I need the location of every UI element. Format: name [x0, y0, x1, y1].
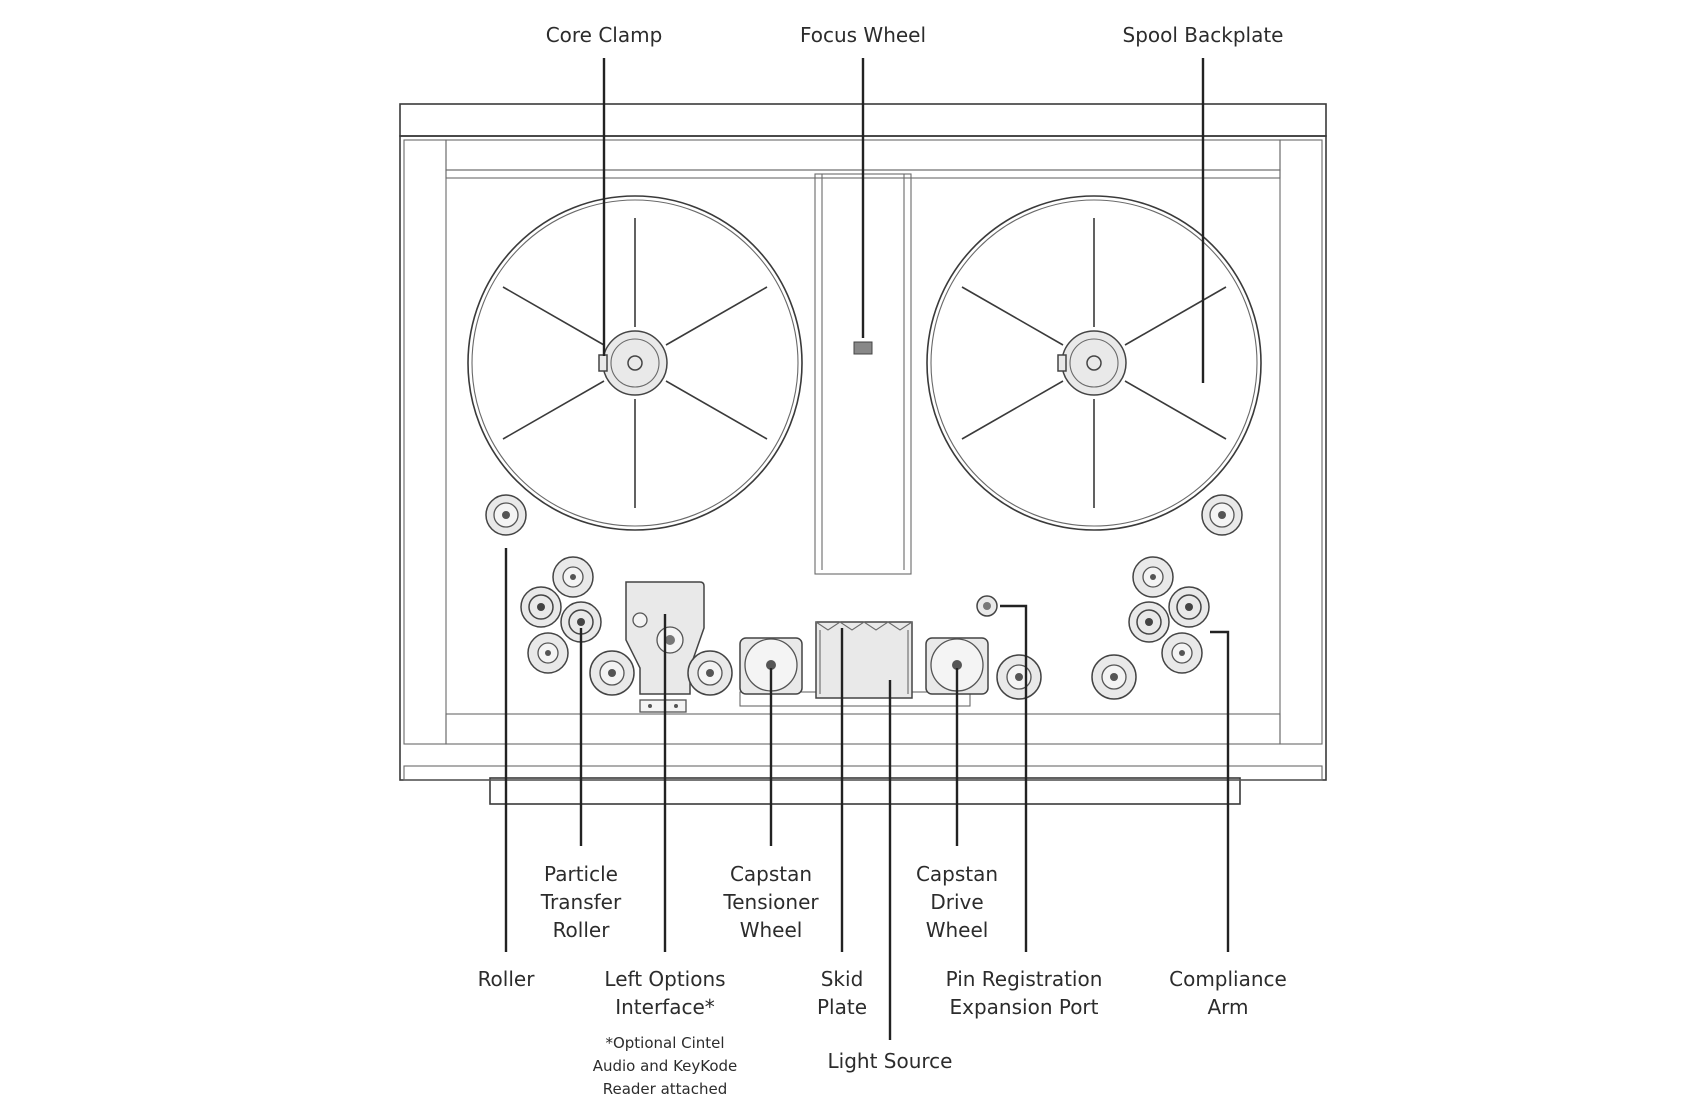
lower-mechanism: [485, 494, 1243, 713]
left-reel-hub-center: [627, 355, 643, 371]
bottom-rail: [403, 765, 1323, 781]
footnote-line-3: Reader attached: [603, 1080, 728, 1098]
footnote-line-2: Audio and KeyKode: [593, 1057, 738, 1075]
label-compliance-arm-2: Arm: [1207, 995, 1248, 1019]
leader-lines: [504, 58, 1230, 1040]
right-reel-rim: [926, 195, 1262, 531]
right-spoke: [1124, 286, 1227, 346]
left-rail: [403, 139, 447, 745]
right-spoke: [1124, 380, 1227, 440]
label-capstan-tensioner-wheel-2: Tensioner: [722, 890, 819, 914]
right-spoke: [961, 286, 1064, 346]
pin-registration-expansion-port: [976, 595, 998, 617]
core-clamp-latch: [598, 354, 608, 372]
right-reel: [926, 195, 1262, 531]
label-capstan-drive-wheel-1: Capstan: [916, 862, 998, 886]
label-particle-transfer-roller-3: Roller: [553, 918, 611, 942]
label-particle-transfer-roller-1: Particle: [544, 862, 618, 886]
focus-wheel-knob: [853, 341, 873, 355]
left-idle-roller: [485, 494, 527, 536]
left-spoke: [665, 286, 768, 346]
right-idle-roller: [1201, 494, 1243, 536]
label-pin-registration-1: Pin Registration: [946, 967, 1103, 991]
label-particle-transfer-roller-2: Transfer: [540, 890, 622, 914]
left-reel-hub-inner: [610, 338, 660, 388]
left-reel-rim-inner: [471, 199, 799, 527]
right-reel-hub-inner: [1069, 338, 1119, 388]
left-spoke: [665, 380, 768, 440]
label-left-options-interface-1: Left Options: [604, 967, 725, 991]
leader-pin-registration-expansion-port: [1000, 604, 1028, 952]
drive-side-roller: [996, 654, 1042, 700]
footnote-line-1: *Optional Cintel: [605, 1034, 724, 1052]
lower-right-roller: [1091, 654, 1137, 700]
leader-compliance-arm: [1210, 630, 1230, 952]
right-reel-rim-inner: [930, 199, 1258, 527]
label-capstan-drive-wheel-3: Wheel: [926, 918, 989, 942]
label-compliance-arm-1: Compliance: [1169, 967, 1287, 991]
right-core-clamp-latch: [1057, 354, 1067, 372]
labels: Core Clamp Focus Wheel Spool Backplate P…: [478, 23, 1287, 1098]
label-capstan-tensioner-wheel-1: Capstan: [730, 862, 812, 886]
label-left-options-interface-2: Interface*: [615, 995, 715, 1019]
bracket-roller-right: [687, 650, 733, 696]
left-reel: [467, 195, 803, 531]
label-core-clamp: Core Clamp: [546, 23, 663, 47]
label-spool-backplate: Spool Backplate: [1123, 23, 1284, 47]
particle-transfer-roller-cluster: [520, 556, 602, 674]
left-spoke: [502, 380, 605, 440]
right-reel-spokes: [961, 218, 1227, 508]
left-spoke: [502, 286, 605, 346]
left-reel-rim: [467, 195, 803, 531]
right-spoke: [961, 380, 1064, 440]
right-reel-hub-center: [1086, 355, 1102, 371]
label-roller: Roller: [478, 967, 536, 991]
capstan-drive-wheel: [925, 637, 989, 695]
right-rail: [1279, 139, 1323, 745]
device-base: [489, 777, 1241, 805]
inner-bottom-frame: [445, 713, 1281, 745]
label-pin-registration-2: Expansion Port: [950, 995, 1099, 1019]
compliance-arm-cluster: [1128, 556, 1210, 674]
label-skid-plate-2: Plate: [817, 995, 867, 1019]
label-skid-plate-1: Skid: [821, 967, 864, 991]
skid-plate: [815, 621, 913, 699]
label-capstan-drive-wheel-2: Drive: [930, 890, 983, 914]
bracket-roller-left: [589, 650, 635, 696]
label-light-source: Light Source: [828, 1049, 953, 1073]
left-reel-spokes: [502, 218, 768, 508]
capstan-tensioner-wheel: [739, 637, 803, 695]
label-focus-wheel: Focus Wheel: [800, 23, 926, 47]
label-capstan-tensioner-wheel-3: Wheel: [740, 918, 803, 942]
